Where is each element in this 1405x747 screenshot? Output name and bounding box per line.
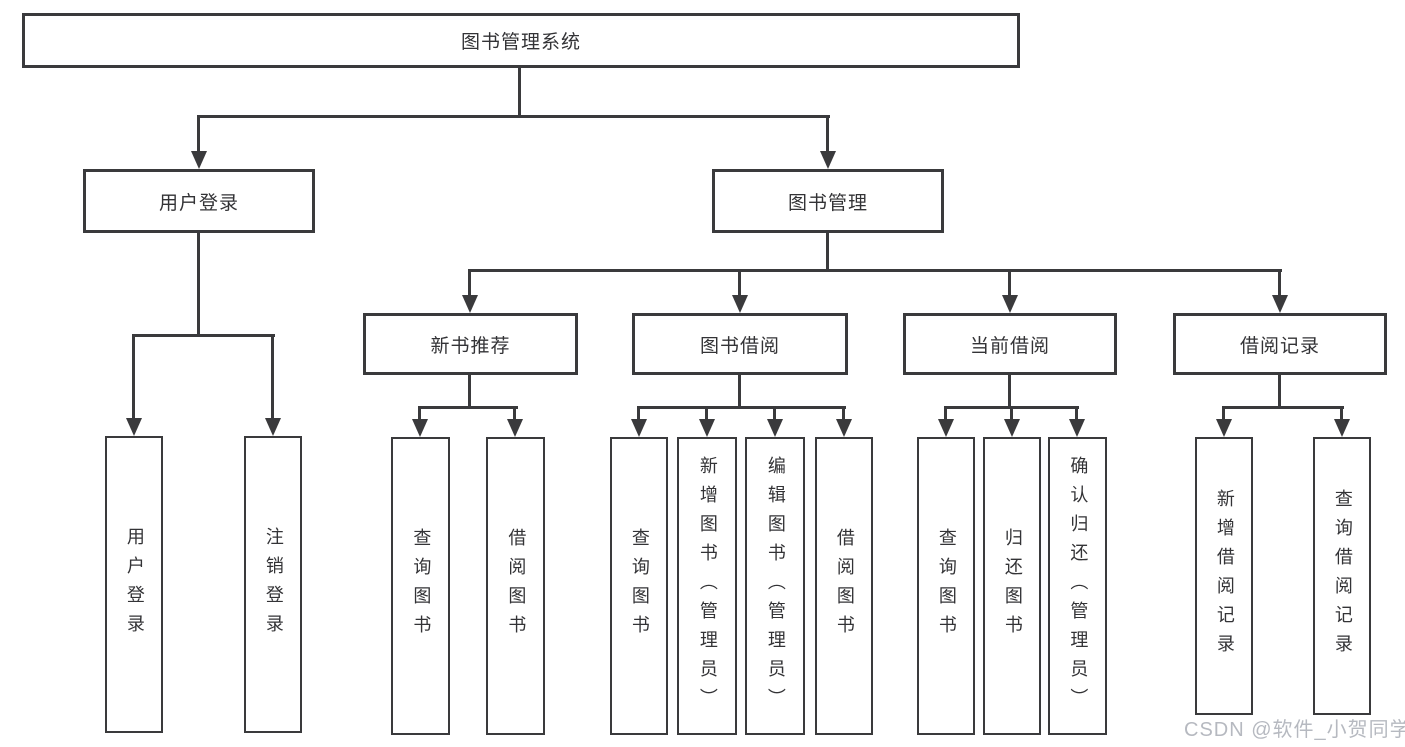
arrow-down-icon <box>191 151 207 169</box>
leaf-query-borrow-record: 查询借阅记录 <box>1313 437 1371 715</box>
leaf-edit-book-admin-label: 编辑图书（管理员） <box>765 455 786 717</box>
arrow-down-icon <box>265 418 281 436</box>
leaf-logout: 注销登录 <box>244 436 302 733</box>
leaf-return-book: 归还图书 <box>983 437 1041 735</box>
arrow-down-icon <box>631 419 647 437</box>
leaf-recommend-query-book: 查询图书 <box>391 437 450 735</box>
node-book-borrow-label: 图书借阅 <box>699 335 780 357</box>
connector-line <box>132 334 275 337</box>
arrow-down-icon <box>767 419 783 437</box>
connector-line <box>271 334 274 420</box>
connector-line <box>738 375 741 408</box>
leaf-add-book-admin: 新增图书（管理员） <box>677 437 737 735</box>
arrow-down-icon <box>836 419 852 437</box>
leaf-query-borrow-record-label: 查询借阅记录 <box>1332 489 1353 663</box>
arrow-down-icon <box>1334 419 1350 437</box>
connector-line <box>705 406 708 421</box>
leaf-user-login-label: 用户登录 <box>124 526 145 643</box>
arrow-down-icon <box>462 295 478 313</box>
connector-line <box>132 334 135 420</box>
node-book-borrow: 图书借阅 <box>632 313 848 375</box>
leaf-return-book-label: 归还图书 <box>1002 528 1023 644</box>
connector-line <box>773 406 776 421</box>
connector-line <box>197 115 830 118</box>
leaf-edit-book-admin: 编辑图书（管理员） <box>745 437 805 735</box>
node-book-management: 图书管理 <box>712 169 944 233</box>
leaf-confirm-return-admin-label: 确认归还（管理员） <box>1068 455 1089 717</box>
leaf-recommend-borrow-book-label: 借阅图书 <box>506 528 527 644</box>
connector-line <box>518 68 521 117</box>
connector-line <box>1222 406 1344 409</box>
connector-line <box>1008 269 1011 297</box>
node-current-borrow-label: 当前借阅 <box>969 335 1050 357</box>
leaf-user-login: 用户登录 <box>105 436 163 733</box>
arrow-down-icon <box>126 418 142 436</box>
arrow-down-icon <box>699 419 715 437</box>
csdn-watermark: CSDN @软件_小贺同学 <box>1184 719 1405 741</box>
connector-line <box>197 233 200 337</box>
connector-line <box>1222 406 1225 421</box>
arrow-down-icon <box>1069 419 1085 437</box>
node-user-login-label: 用户登录 <box>158 192 239 214</box>
leaf-recommend-query-book-label: 查询图书 <box>411 528 432 644</box>
connector-line <box>418 406 518 409</box>
arrow-down-icon <box>412 419 428 437</box>
connector-line <box>1278 269 1281 297</box>
connector-line <box>1075 406 1078 421</box>
arrow-down-icon <box>1272 295 1288 313</box>
leaf-borrow-query-book-label: 查询图书 <box>629 528 650 644</box>
leaf-recommend-borrow-book: 借阅图书 <box>486 437 545 735</box>
leaf-borrow-book-label: 借阅图书 <box>834 528 855 644</box>
connector-line <box>1008 375 1011 408</box>
connector-line <box>637 406 846 409</box>
arrow-down-icon <box>820 151 836 169</box>
arrow-down-icon <box>507 419 523 437</box>
node-new-book-recommend-label: 新书推荐 <box>430 335 511 357</box>
connector-line <box>637 406 640 421</box>
arrow-down-icon <box>1004 419 1020 437</box>
connector-line <box>418 406 421 421</box>
arrow-down-icon <box>1002 295 1018 313</box>
connector-line <box>944 406 947 421</box>
connector-line <box>1340 406 1343 421</box>
node-borrow-records: 借阅记录 <box>1173 313 1387 375</box>
connector-line <box>468 375 471 408</box>
node-root-label: 图书管理系统 <box>460 32 581 53</box>
leaf-add-borrow-record: 新增借阅记录 <box>1195 437 1253 715</box>
connector-line <box>513 406 516 421</box>
node-current-borrow: 当前借阅 <box>903 313 1117 375</box>
connector-line <box>826 115 829 153</box>
leaf-confirm-return-admin: 确认归还（管理员） <box>1048 437 1107 735</box>
leaf-current-query-book: 查询图书 <box>917 437 975 735</box>
node-book-management-label: 图书管理 <box>787 192 868 214</box>
connector-line <box>1278 375 1281 408</box>
leaf-logout-label: 注销登录 <box>263 526 284 643</box>
connector-line <box>468 269 471 297</box>
connector-line <box>842 406 845 421</box>
arrow-down-icon <box>1216 419 1232 437</box>
connector-line <box>468 269 1282 272</box>
connector-line <box>738 269 741 297</box>
connector-line <box>197 115 200 153</box>
node-borrow-records-label: 借阅记录 <box>1239 335 1320 357</box>
node-root: 图书管理系统 <box>22 13 1020 68</box>
arrow-down-icon <box>732 295 748 313</box>
leaf-add-book-admin-label: 新增图书（管理员） <box>697 455 718 717</box>
arrow-down-icon <box>938 419 954 437</box>
leaf-add-borrow-record-label: 新增借阅记录 <box>1214 489 1235 663</box>
leaf-borrow-book: 借阅图书 <box>815 437 873 735</box>
node-new-book-recommend: 新书推荐 <box>363 313 578 375</box>
connector-line <box>1010 406 1013 421</box>
node-user-login: 用户登录 <box>83 169 315 233</box>
leaf-borrow-query-book: 查询图书 <box>610 437 668 735</box>
leaf-current-query-book-label: 查询图书 <box>936 528 957 644</box>
connector-line <box>826 233 829 271</box>
